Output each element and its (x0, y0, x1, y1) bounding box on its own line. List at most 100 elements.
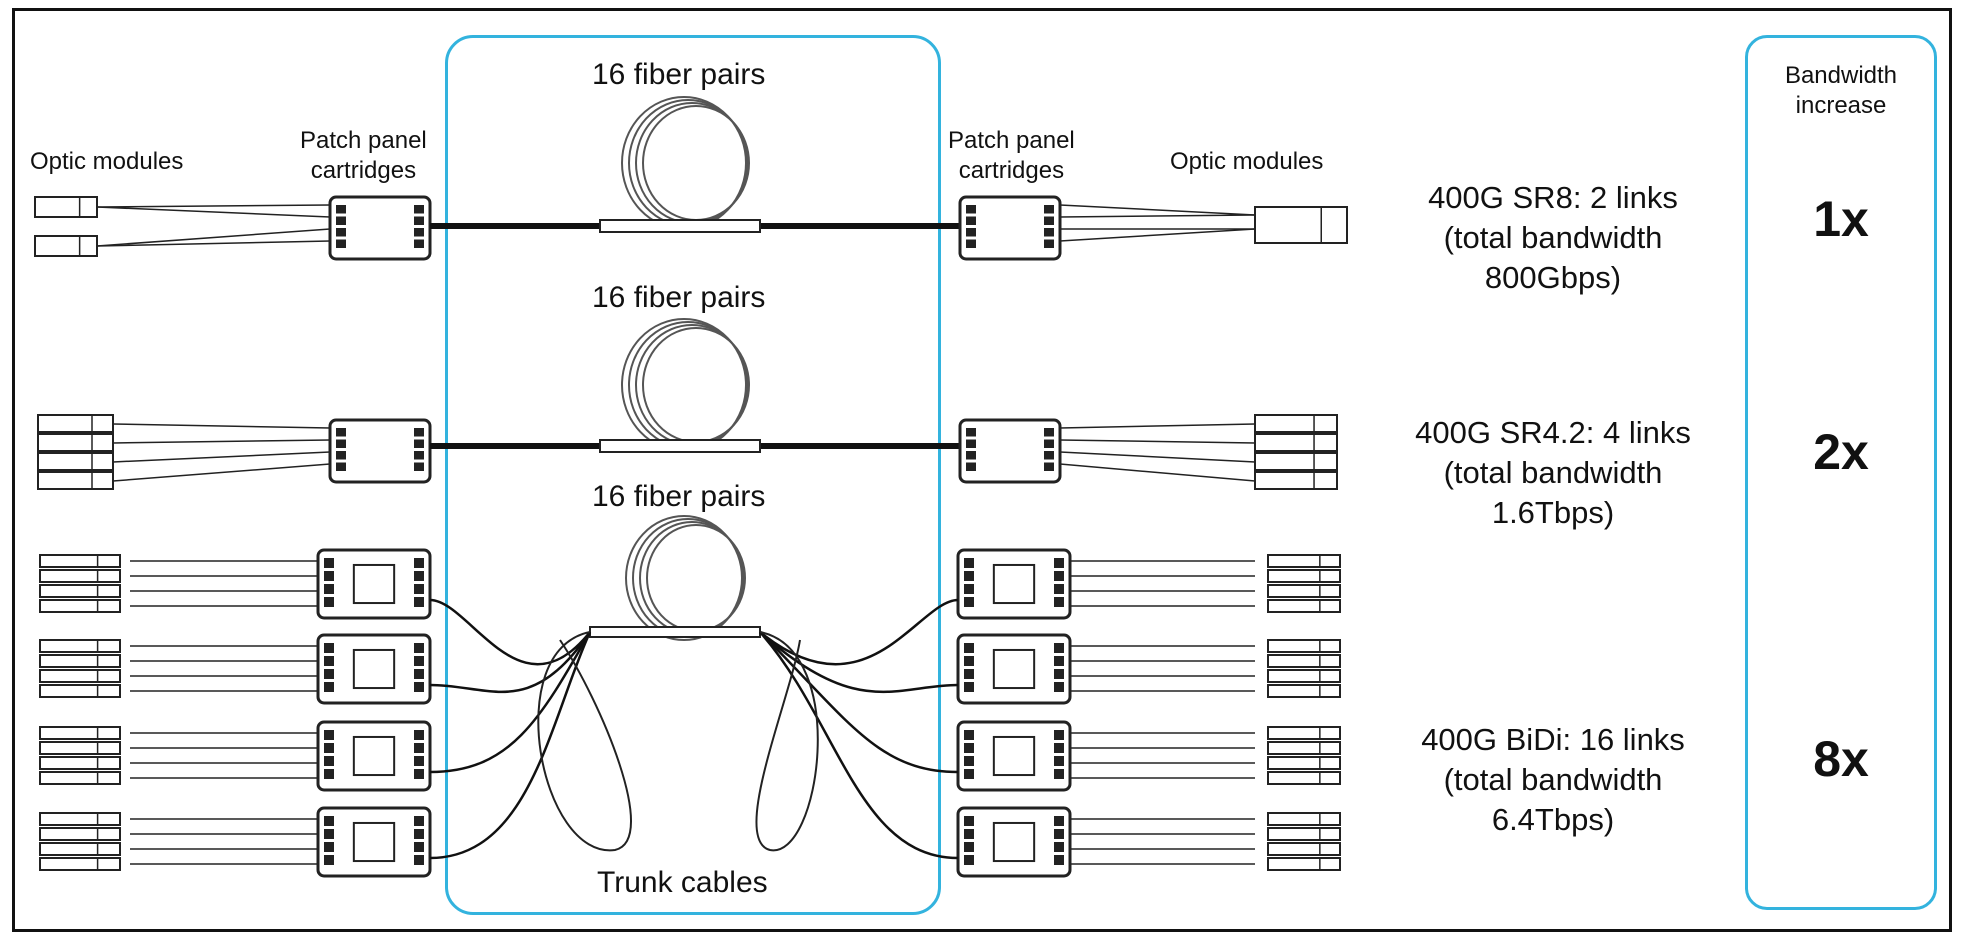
cartridge-port (336, 439, 346, 448)
optic-module (39, 812, 121, 826)
cartridge-port (336, 451, 346, 460)
bandwidth-header-line1: Bandwidth (1784, 62, 1898, 89)
cartridge-port (966, 451, 976, 460)
fiber-lead (1059, 204, 1256, 216)
cartridge-port (1054, 816, 1064, 826)
optic-module (1254, 433, 1338, 452)
cartridge-port (1054, 842, 1064, 852)
optic-module (39, 741, 121, 755)
cartridge-window (992, 563, 1036, 605)
increase-value-bidi: 8x (1813, 731, 1869, 787)
row-desc-line1: 400G BiDi: 16 links (1421, 722, 1685, 757)
cartridge-port (414, 462, 424, 471)
optic-module (34, 196, 98, 218)
cartridge-port (966, 428, 976, 437)
cartridge-port (414, 571, 424, 581)
cartridge-port (324, 584, 334, 594)
row-desc-line3: 800Gbps) (1484, 260, 1622, 295)
fiber-lead (112, 439, 331, 444)
cartridge-port (966, 462, 976, 471)
cartridge-port (324, 816, 334, 826)
cartridge-port (336, 228, 346, 237)
row-desc-sr42: 400G SR4.2: 4 links (total bandwidth 1.6… (1388, 413, 1718, 533)
fiber-lead (112, 463, 331, 482)
optic-modules-left-label: Optic modules (30, 148, 184, 175)
trunk-cable (429, 598, 591, 666)
trunk-cable (429, 631, 592, 774)
cable-connector (589, 626, 761, 638)
cartridge-port (336, 428, 346, 437)
optic-module (37, 433, 114, 452)
bandwidth-header-line2: increase (1795, 92, 1887, 119)
fiber-lead (1059, 214, 1256, 218)
fiber-lead (96, 206, 331, 218)
cartridge-port (324, 558, 334, 568)
fiber-lead (1059, 423, 1256, 429)
cartridge-port (324, 756, 334, 766)
cartridge-port (1044, 462, 1054, 471)
optic-modules-right-label: Optic modules (1170, 148, 1324, 175)
cartridge-port (414, 756, 424, 766)
cartridge-port (324, 656, 334, 666)
optic-module (1267, 726, 1341, 740)
cartridge-port (324, 829, 334, 839)
fiber-coil (646, 524, 746, 632)
optic-module (37, 471, 114, 490)
cartridge-port (336, 239, 346, 248)
cartridge-port (414, 451, 424, 460)
cartridge-window (352, 821, 396, 863)
cartridge-port (414, 216, 424, 225)
optic-module (39, 599, 121, 613)
cartridge-port (964, 829, 974, 839)
cartridge-port (1054, 558, 1064, 568)
row-desc-line1: 400G SR8: 2 links (1428, 180, 1678, 215)
optic-module (39, 827, 121, 841)
fiber-lead (96, 228, 331, 247)
optic-module (39, 639, 121, 653)
cartridge-port (964, 730, 974, 740)
cartridge-port (964, 597, 974, 607)
cartridge-port (1054, 743, 1064, 753)
cartridge-port (964, 756, 974, 766)
cartridge-port (324, 842, 334, 852)
cartridge-port (324, 643, 334, 653)
optic-module (39, 842, 121, 856)
fiber-lead (1059, 451, 1256, 463)
cartridge-port (1044, 428, 1054, 437)
cartridge-port (1054, 584, 1064, 594)
cartridge-port (964, 558, 974, 568)
optic-module (39, 756, 121, 770)
cable-connector (599, 219, 761, 233)
fiber-pairs-label-3: 16 fiber pairs (592, 480, 766, 513)
trunk-cables-label: Trunk cables (597, 866, 768, 899)
optic-module (34, 235, 98, 257)
diagram-frame (12, 8, 1952, 932)
fiber-lead (96, 240, 331, 247)
cartridge-port (1054, 656, 1064, 666)
fiber-lead (96, 204, 331, 208)
cartridge-port (1044, 439, 1054, 448)
cartridge-port (964, 682, 974, 692)
fiber-pairs-label-2: 16 fiber pairs (592, 281, 766, 314)
optic-module (1267, 684, 1341, 698)
cartridge-port (1054, 730, 1064, 740)
optic-module (1267, 669, 1341, 683)
fiber-coil (642, 105, 750, 221)
optic-module (1254, 206, 1348, 244)
cartridge-port (324, 855, 334, 865)
optic-module (1267, 827, 1341, 841)
increase-value-sr8: 1x (1813, 191, 1869, 247)
row-desc-sr8: 400G SR8: 2 links (total bandwidth 800Gb… (1388, 178, 1718, 298)
cartridge-window (352, 648, 396, 690)
optic-module (1267, 569, 1341, 583)
patch-panel-left-line1: Patch panel (300, 127, 427, 154)
optic-module (1254, 414, 1338, 433)
cartridge-port (1044, 228, 1054, 237)
optic-module (1267, 842, 1341, 856)
cartridge-port (964, 584, 974, 594)
optic-module (1267, 741, 1341, 755)
cartridge-window (352, 563, 396, 605)
optic-module (39, 857, 121, 871)
cartridge-port (964, 743, 974, 753)
trunk-cable (759, 631, 959, 694)
